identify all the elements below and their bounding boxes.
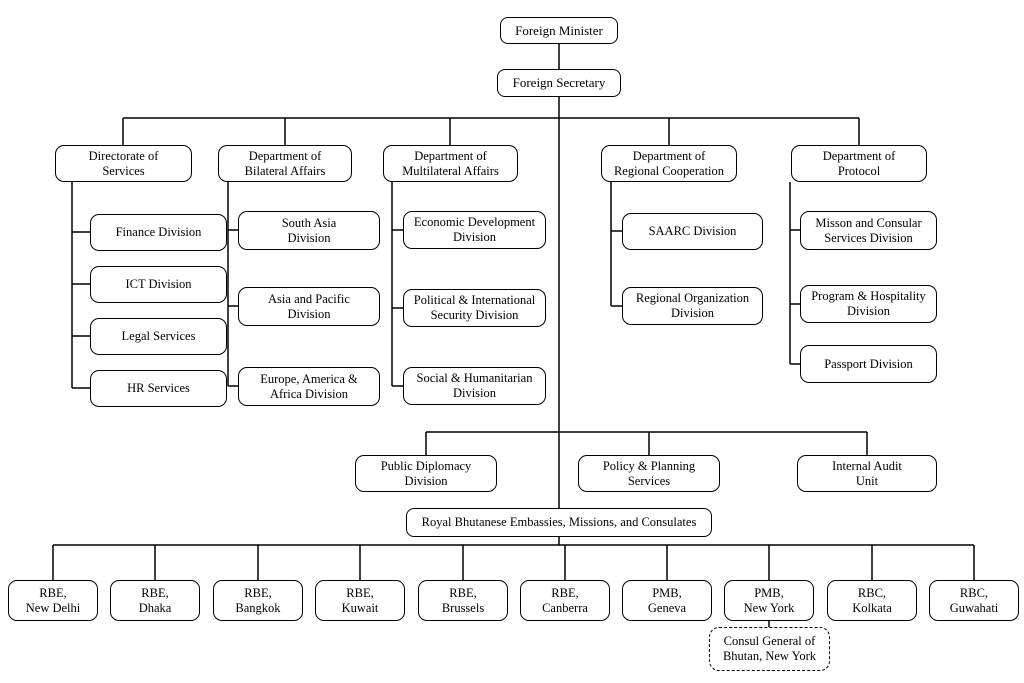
node-asia-pacific-division: Asia and Pacific Division <box>238 287 380 326</box>
node-rbc-guwahati: RBC, Guwahati <box>929 580 1019 621</box>
node-rbe-kuwait: RBE, Kuwait <box>315 580 405 621</box>
node-pmb-new-york: PMB, New York <box>724 580 814 621</box>
node-dept-protocol: Department of Protocol <box>791 145 927 182</box>
node-finance-division: Finance Division <box>90 214 227 251</box>
node-economic-development-division: Economic Development Division <box>403 211 546 249</box>
node-dept-regional: Department of Regional Cooperation <box>601 145 737 182</box>
node-foreign-secretary: Foreign Secretary <box>497 69 621 97</box>
node-public-diplomacy-division: Public Diplomacy Division <box>355 455 497 492</box>
node-foreign-minister: Foreign Minister <box>500 17 618 44</box>
node-rbc-kolkata: RBC, Kolkata <box>827 580 917 621</box>
node-internal-audit-unit: Internal Audit Unit <box>797 455 937 492</box>
node-policy-planning-services: Policy & Planning Services <box>578 455 720 492</box>
node-hr-services: HR Services <box>90 370 227 407</box>
node-dept-bilateral: Department of Bilateral Affairs <box>218 145 352 182</box>
node-rbe-bangkok: RBE, Bangkok <box>213 580 303 621</box>
node-saarc-division: SAARC Division <box>622 213 763 250</box>
node-social-humanitarian-division: Social & Humanitarian Division <box>403 367 546 405</box>
node-europe-america-africa-division: Europe, America & Africa Division <box>238 367 380 406</box>
node-mission-consular-services-division: Misson and Consular Services Division <box>800 211 937 250</box>
node-pmb-geneva: PMB, Geneva <box>622 580 712 621</box>
node-political-international-security-division: Political & International Security Divis… <box>403 289 546 327</box>
node-rbe-brussels: RBE, Brussels <box>418 580 508 621</box>
node-rbe-new-delhi: RBE, New Delhi <box>8 580 98 621</box>
node-rbe-canberra: RBE, Canberra <box>520 580 610 621</box>
node-regional-organization-division: Regional Organization Division <box>622 287 763 325</box>
node-legal-services: Legal Services <box>90 318 227 355</box>
node-program-hospitality-division: Program & Hospitality Division <box>800 285 937 323</box>
node-passport-division: Passport Division <box>800 345 937 383</box>
node-embassies-missions-consulates: Royal Bhutanese Embassies, Missions, and… <box>406 508 712 537</box>
node-dept-services: Directorate of Services <box>55 145 192 182</box>
node-rbe-dhaka: RBE, Dhaka <box>110 580 200 621</box>
node-south-asia-division: South Asia Division <box>238 211 380 250</box>
node-ict-division: ICT Division <box>90 266 227 303</box>
node-consul-general-bhutan-ny: Consul General of Bhutan, New York <box>709 627 830 671</box>
node-dept-multilateral: Department of Multilateral Affairs <box>383 145 518 182</box>
